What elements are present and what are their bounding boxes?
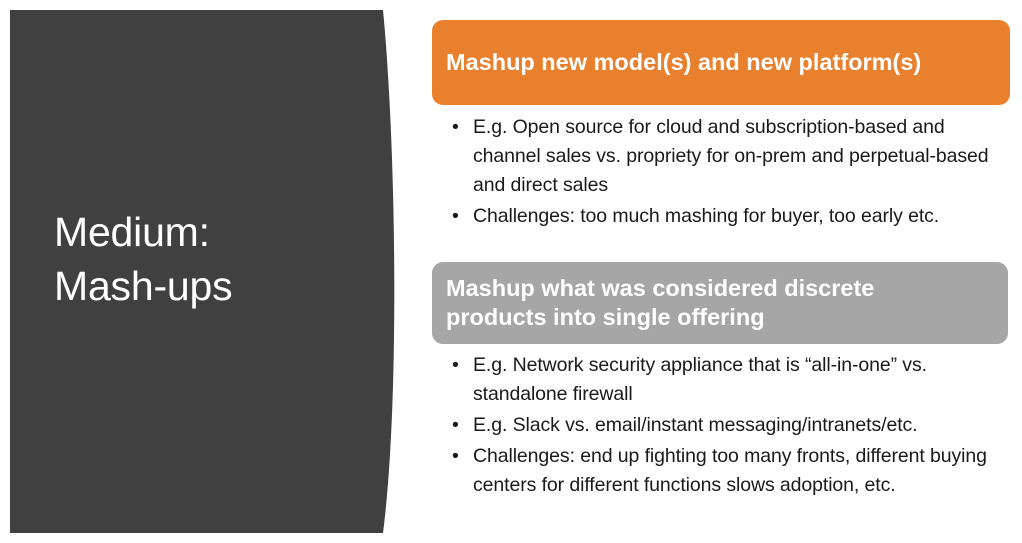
left-panel-shape	[10, 10, 395, 533]
bullet-list-section-two: E.g. Network security appliance that is …	[446, 351, 1012, 502]
banner-gray-line-2: products into single offering	[446, 304, 765, 330]
content-column: Mashup new model(s) and new platform(s) …	[432, 0, 1012, 543]
list-item: E.g. Open source for cloud and subscript…	[446, 113, 1012, 200]
list-item: E.g. Slack vs. email/instant messaging/i…	[446, 411, 1012, 440]
left-title-panel	[10, 10, 395, 533]
list-item: E.g. Network security appliance that is …	[446, 351, 1012, 409]
banner-gray-line-1: Mashup what was considered discrete	[446, 275, 875, 302]
page-title: Medium: Mash-ups	[54, 209, 233, 310]
section-header-banner-orange: Mashup new model(s) and new platform(s)	[432, 20, 1010, 105]
list-item: Challenges: end up fighting too many fro…	[446, 442, 1012, 500]
bullet-list-section-one: E.g. Open source for cloud and subscript…	[446, 113, 1012, 233]
section-header-banner-gray: Mashup what was considered discrete prod…	[432, 262, 1008, 344]
list-item: Challenges: too much mashing for buyer, …	[446, 202, 1012, 231]
banner-orange-line-1: Mashup new model(s) and new platform(s)	[446, 49, 922, 76]
